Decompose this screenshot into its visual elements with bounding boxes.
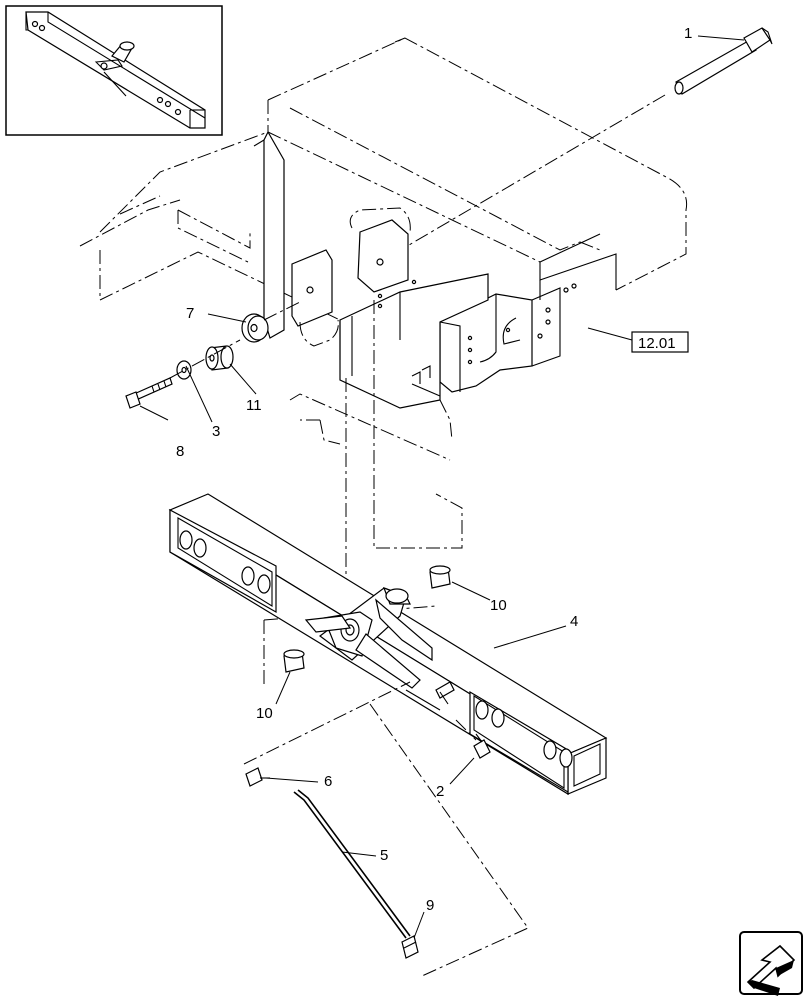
- callout-1: 1: [684, 25, 692, 42]
- bolt-part-8: [125, 377, 173, 409]
- washer-part-3: [176, 360, 192, 380]
- axle-beam-part-4: [168, 493, 608, 796]
- callout-3: 3: [212, 423, 220, 440]
- grease-tube-part-5: [293, 789, 411, 939]
- grease-fitting-part-2: [473, 733, 491, 759]
- bushing-part-10-upper: [429, 565, 451, 589]
- callout-7: 7: [186, 305, 194, 322]
- elbow-fitting-part-6: [245, 767, 270, 787]
- washer-part-7: [241, 313, 269, 343]
- callout-8: 8: [176, 443, 184, 460]
- inset-thumbnail: [5, 5, 223, 136]
- callout-10-lower: 10: [256, 705, 273, 722]
- reference-page-link[interactable]: 12.01: [631, 331, 689, 353]
- pin-centerline: [379, 94, 666, 263]
- reference-page-label: 12.01: [638, 335, 676, 352]
- callout-11: 11: [246, 397, 262, 414]
- callout-6: 6: [324, 773, 332, 790]
- return-arrow-icon[interactable]: [739, 931, 803, 996]
- pivot-pin-part-1: [674, 27, 773, 95]
- callout-4: 4: [570, 613, 578, 630]
- coupler-part-9: [401, 935, 419, 959]
- callout-2: 2: [436, 783, 444, 800]
- bushing-part-10-lower: [283, 649, 305, 673]
- mount-drop-line-right: [373, 300, 463, 549]
- grease-line-phantom-upper: [243, 681, 411, 765]
- callout-9: 9: [426, 897, 434, 914]
- callout-10-upper: 10: [490, 597, 507, 614]
- bushing-part-11: [205, 345, 234, 371]
- callout-5: 5: [380, 847, 388, 864]
- chassis-frame: [79, 37, 688, 461]
- grease-line-phantom-lower: [369, 703, 529, 977]
